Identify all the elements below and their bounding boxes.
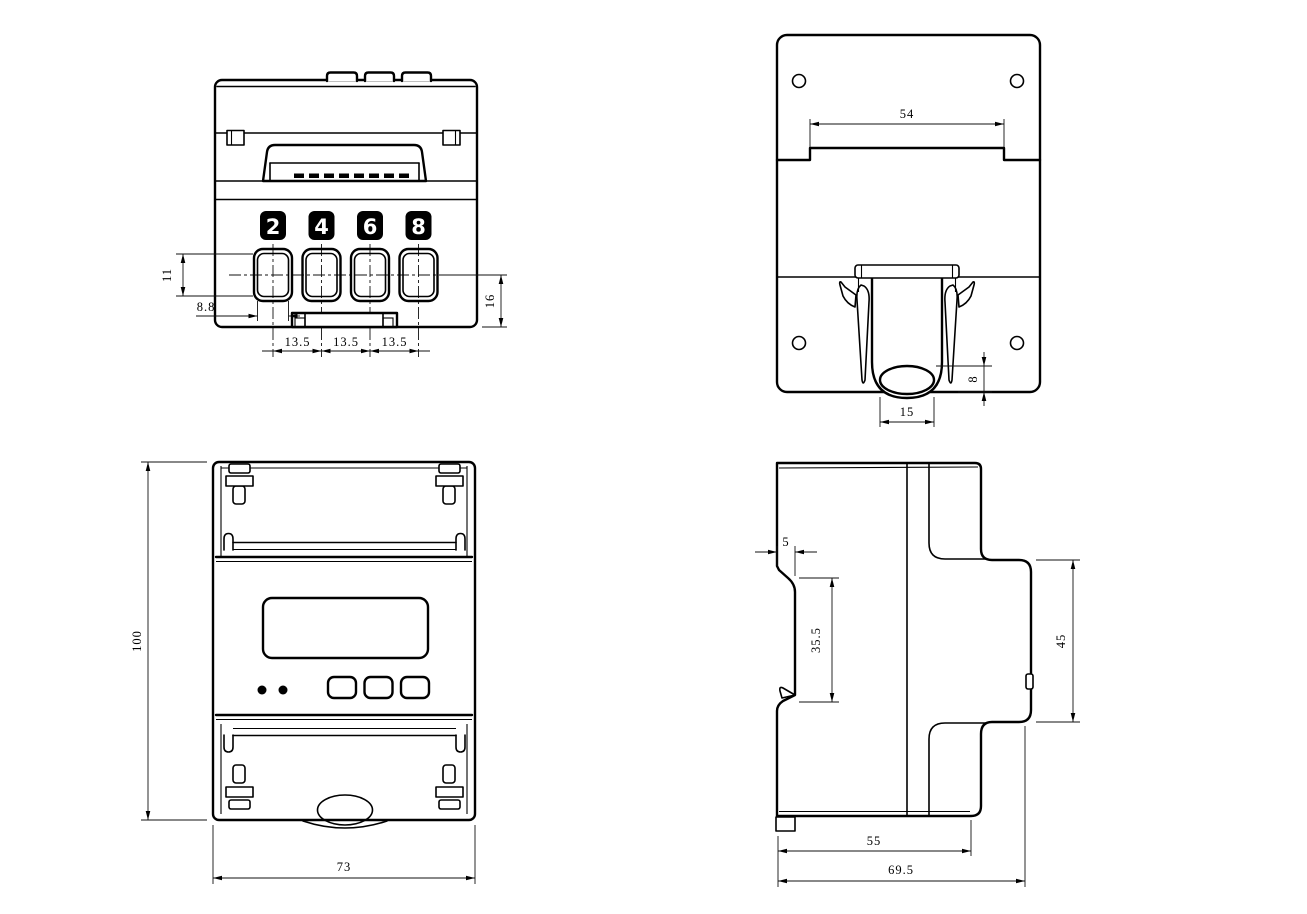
- svg-text:100: 100: [130, 630, 144, 652]
- rear-view: 54 15 8: [775, 33, 1042, 427]
- seal-screw-bottom-left: [225, 764, 254, 810]
- svg-text:11: 11: [160, 268, 174, 282]
- rail-hook-lower: [779, 686, 796, 699]
- svg-text:55: 55: [867, 834, 882, 848]
- bottom-terminal-cover: [214, 713, 474, 829]
- clip-thumb-hole-front: [316, 794, 374, 826]
- dimension-rear-offset: 16: [442, 274, 507, 328]
- din-clip-tab-bottom-view: [290, 311, 399, 329]
- din-clip-rear-view: [838, 264, 976, 400]
- dimension-clip-protrusion: 8: [936, 352, 992, 406]
- dimension-slot-height: 11: [160, 253, 253, 297]
- push-button-3: [399, 675, 431, 700]
- display-hump-edge: [261, 143, 428, 183]
- terminal-slots: [252, 247, 439, 303]
- dimension-front-panel-height: 45: [1036, 559, 1080, 723]
- side-view-profile: [775, 461, 1033, 818]
- svg-text:13.5: 13.5: [285, 335, 311, 349]
- terminal-badge-4: 4: [314, 215, 329, 239]
- dimension-rail-seat-height: 35.5: [799, 577, 839, 703]
- front-view-case-outline: [211, 460, 477, 822]
- button-tabs-edge: [325, 71, 433, 83]
- rail-recess-step: [775, 146, 1042, 162]
- terminal-badges: 2 4 6 8: [260, 211, 432, 240]
- side-view: 5 35.5 45 55: [755, 461, 1080, 887]
- dimension-overall-depth: 69.5: [778, 726, 1026, 887]
- terminal-badge-6: 6: [363, 215, 378, 239]
- push-button-1: [326, 675, 358, 700]
- svg-text:15: 15: [900, 405, 915, 419]
- svg-text:5: 5: [782, 535, 789, 549]
- seal-screw-top-right: [435, 463, 464, 505]
- dimension-body-depth: 55: [777, 820, 972, 887]
- clip-top-bar: [854, 264, 960, 279]
- svg-text:13.5: 13.5: [333, 335, 359, 349]
- push-button-2: [363, 675, 394, 700]
- cover-corner-upper: [928, 463, 987, 560]
- seal-screw-bottom-right: [435, 764, 464, 810]
- clip-arc-front: [302, 820, 388, 829]
- clip-spring-arm-left: [838, 281, 870, 384]
- led-indicator-1: [257, 685, 267, 695]
- cover-hook-bottom-right: [455, 734, 466, 753]
- dimension-rail-lip: 5: [755, 535, 817, 576]
- cover-clip-left: [226, 129, 245, 146]
- clip-foot: [775, 816, 796, 832]
- mounting-holes: [791, 73, 1025, 351]
- terminal-badge-8: 8: [411, 215, 426, 239]
- cover-hook-top-right: [455, 532, 466, 551]
- dimension-width: 73: [212, 825, 476, 884]
- dimension-slot-width: 8.8: [196, 300, 300, 321]
- svg-text:8: 8: [966, 375, 980, 382]
- cover-hook-top-left: [223, 532, 234, 551]
- dimension-clip-hole-width: 15: [879, 397, 935, 427]
- cover-clip-right: [442, 129, 461, 146]
- svg-text:35.5: 35.5: [809, 627, 823, 653]
- svg-text:8.8: 8.8: [197, 300, 216, 314]
- clip-thumb-hole: [878, 364, 936, 396]
- led-indicator-2: [278, 685, 288, 695]
- top-terminal-cover: [214, 463, 474, 563]
- cover-corner-lower: [928, 722, 987, 816]
- seal-tab: [1025, 673, 1034, 690]
- terminal-badge-2: 2: [266, 215, 281, 239]
- dimension-height: 100: [130, 461, 207, 821]
- svg-text:45: 45: [1054, 634, 1068, 649]
- bottom-view: 2 4 6 8: [160, 71, 507, 357]
- cover-hook-bottom-left: [223, 734, 234, 753]
- seal-screw-top-left: [225, 463, 254, 505]
- svg-text:13.5: 13.5: [382, 335, 408, 349]
- svg-text:54: 54: [900, 107, 915, 121]
- clip-spring-arm-right: [944, 281, 976, 384]
- dimension-terminal-pitch: 13.5 13.5 13.5: [262, 335, 430, 354]
- svg-text:16: 16: [483, 294, 497, 309]
- svg-text:69.5: 69.5: [888, 863, 914, 877]
- front-view: 100 73: [130, 460, 477, 884]
- faceplate: [257, 596, 431, 700]
- vent-slots: [294, 173, 409, 178]
- lcd-display: [261, 596, 430, 660]
- dimension-rail-recess-width: 54: [809, 107, 1005, 147]
- svg-text:73: 73: [337, 860, 352, 874]
